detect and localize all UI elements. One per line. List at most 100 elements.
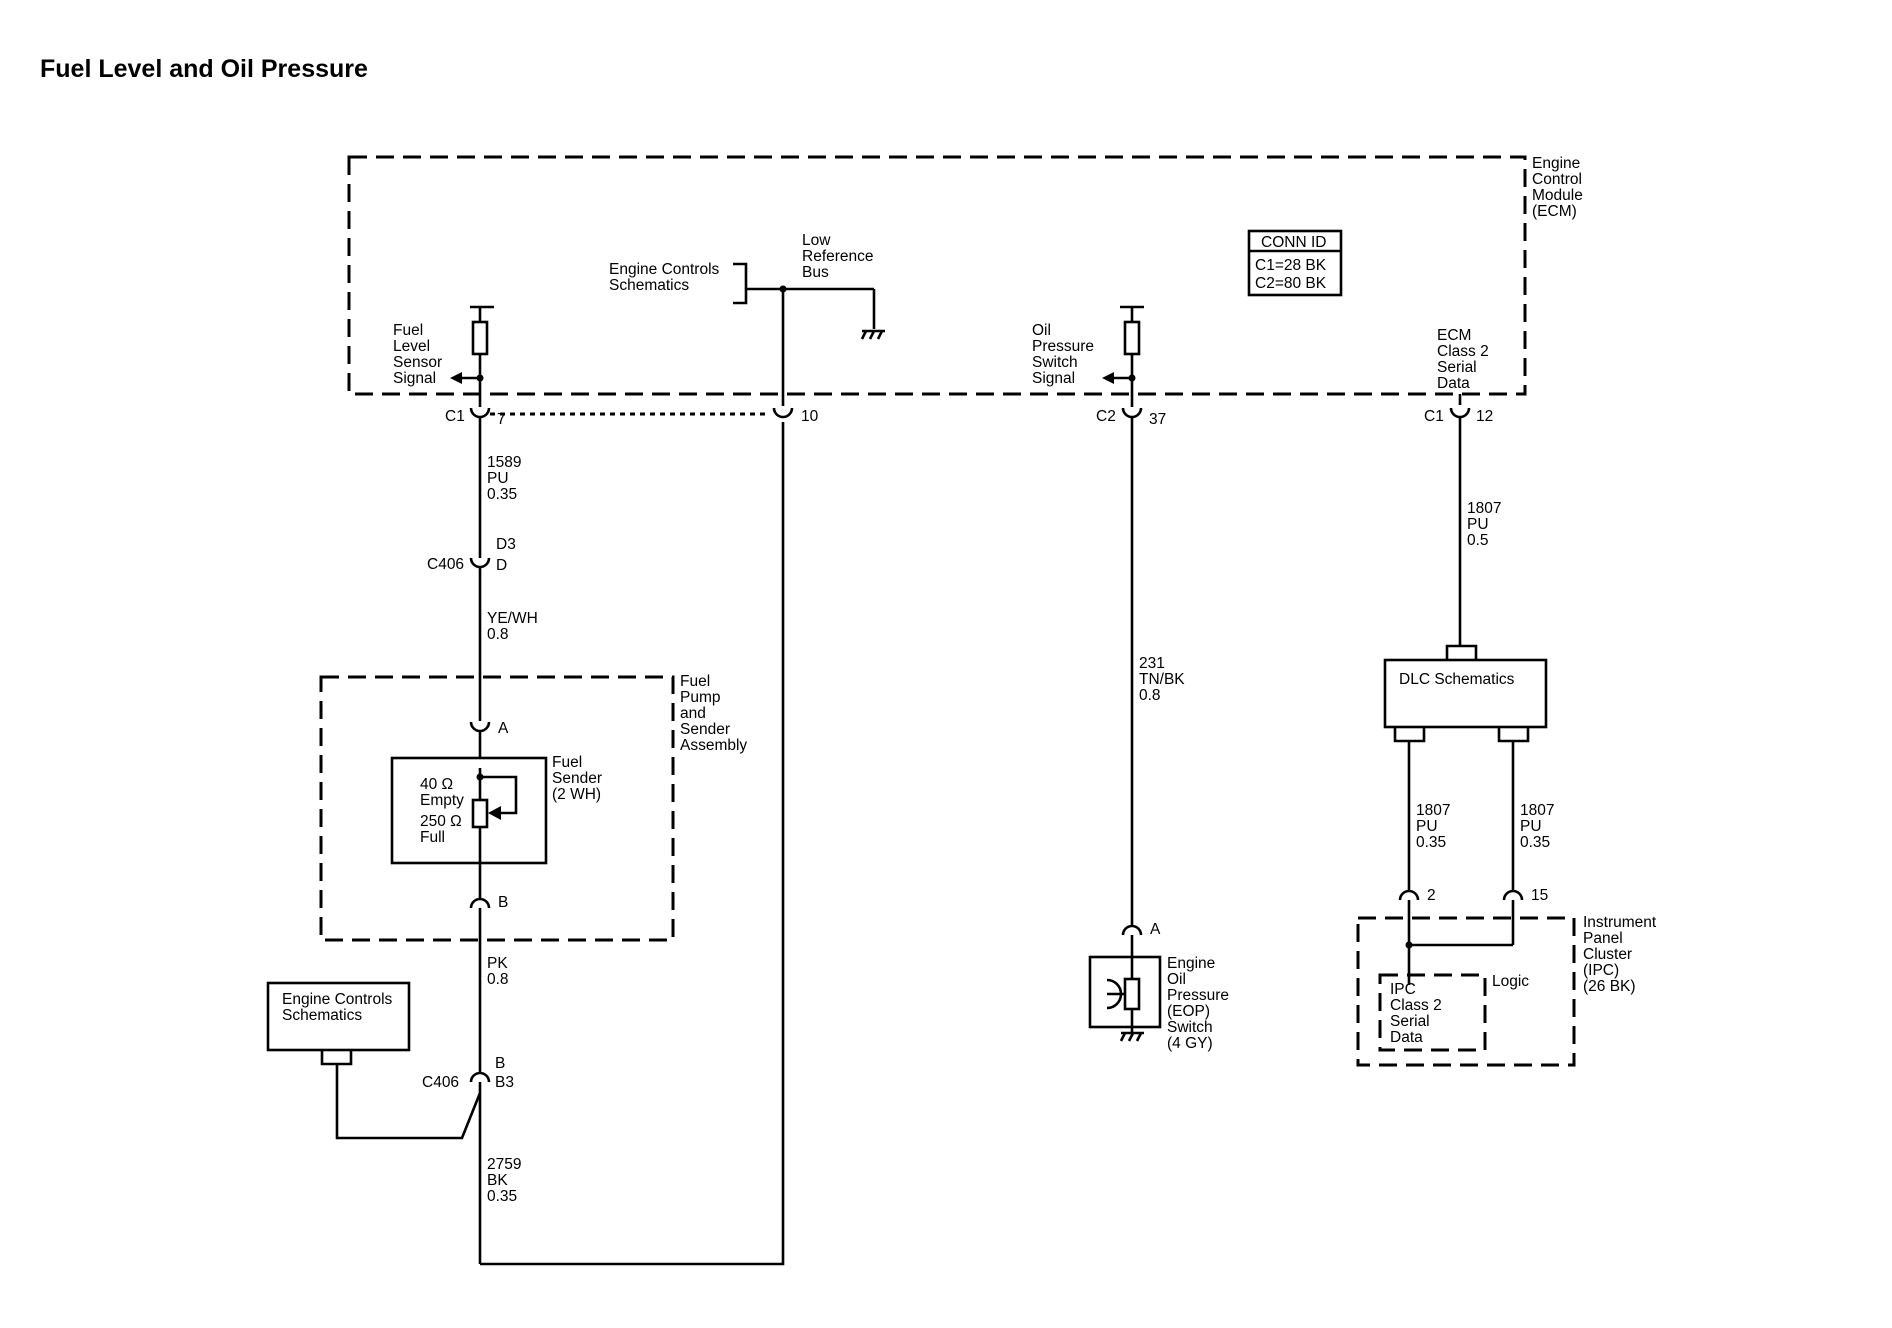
svg-text:Signal: Signal [393,370,436,387]
eop-switch-label: Engine Oil Pressure (EOP) Switch (4 GY) [1167,955,1229,1052]
dlc-connector-left [1393,727,1426,743]
svg-text:YE/WH: YE/WH [487,610,538,627]
svg-text:Sensor: Sensor [393,354,442,371]
svg-text:Engine Controls: Engine Controls [282,991,393,1008]
connector-pin10: 10 [772,407,819,425]
svg-text:2: 2 [1427,887,1436,904]
svg-text:Fuel: Fuel [552,754,582,771]
svg-text:A: A [498,720,509,737]
svg-text:Sender: Sender [680,721,730,738]
svg-text:Serial: Serial [1437,359,1477,376]
svg-text:D: D [496,557,507,574]
wire-1589-label: 1589 PU 0.35 [487,454,521,503]
svg-text:Engine: Engine [1167,955,1215,972]
connector-c406-lower: B C406 B3 [422,1055,514,1091]
ipc-class2-serial-label: IPC Class 2 Serial Data [1390,981,1442,1046]
svg-text:A: A [1150,921,1161,938]
svg-text:C1: C1 [445,408,465,425]
svg-text:C2: C2 [1096,408,1116,425]
svg-text:Engine Controls: Engine Controls [609,261,720,278]
svg-text:Schematics: Schematics [282,1007,362,1024]
fuel-sender [390,756,548,865]
svg-text:PU: PU [1520,818,1542,835]
ecm-label: Engine Control Module (ECM) [1532,155,1583,220]
page-title: Fuel Level and Oil Pressure [40,55,368,83]
engine-controls-schematics-box-label: Engine Controls Schematics [282,991,393,1024]
svg-text:PU: PU [1416,818,1438,835]
svg-text:Assembly: Assembly [680,737,747,754]
ipc-connector-2: 2 [1398,887,1436,904]
svg-text:0.35: 0.35 [487,486,517,503]
svg-text:Fuel: Fuel [393,322,423,339]
svg-text:1807: 1807 [1467,500,1501,517]
svg-text:Sender: Sender [552,770,602,787]
fuel-pump-assembly-label: Fuel Pump and Sender Assembly [680,673,747,754]
engine-controls-schematics-box[interactable] [266,981,411,1052]
svg-text:D3: D3 [496,536,516,553]
svg-text:0.8: 0.8 [487,626,509,643]
svg-text:12: 12 [1476,408,1493,425]
svg-text:(ECM): (ECM) [1532,203,1577,220]
svg-text:(EOP): (EOP) [1167,1003,1210,1020]
low-reference-bus-label: Low Reference Bus [802,232,874,281]
fuel-sender-empty-label: 40 Ω Empty [420,776,464,809]
svg-text:1807: 1807 [1416,802,1450,819]
svg-text:Instrument: Instrument [1583,914,1657,931]
svg-text:Class 2: Class 2 [1390,997,1442,1014]
svg-text:(26 BK): (26 BK) [1583,978,1636,995]
connector-c406-upper: D3 C406 D [427,536,516,574]
engine-controls-link [320,1050,482,1140]
ipc-logic-block [1378,973,1487,1052]
svg-text:Signal: Signal [1032,370,1075,387]
svg-text:0.8: 0.8 [487,971,509,988]
ipc-logic-label: Logic [1492,973,1529,990]
oil-pressure-switch-signal-label: Oil Pressure Switch Signal [1032,322,1094,387]
svg-text:IPC: IPC [1390,981,1416,998]
fuel-level-sensor-signal-label: Fuel Level Sensor Signal [393,322,442,387]
engine-controls-schematics-label: Engine Controls Schematics [609,261,720,294]
engine-controls-bracket[interactable] [733,262,748,305]
fuel-pump-connector-a: A [469,720,509,737]
svg-text:Cluster: Cluster [1583,946,1632,963]
svg-text:Engine: Engine [1532,155,1580,172]
svg-text:Serial: Serial [1390,1013,1430,1030]
connector-c1-pin7: C1 7 [445,407,506,428]
svg-text:231: 231 [1139,655,1165,672]
svg-text:Pressure: Pressure [1032,338,1094,355]
svg-text:(2 WH): (2 WH) [552,786,601,803]
svg-text:Fuel: Fuel [680,673,710,690]
ipc-boundary [1356,916,1576,1067]
class2-serial-data-label: ECM Class 2 Serial Data [1437,327,1489,392]
svg-text:PK: PK [487,955,508,972]
connector-c1-pin12: C1 12 [1424,407,1493,425]
eop-ground-symbol [1119,1031,1144,1042]
svg-text:0.35: 0.35 [487,1188,517,1205]
svg-text:Oil: Oil [1167,971,1186,988]
fuel-pump-sender-assembly [319,675,675,942]
svg-text:Bus: Bus [802,264,829,281]
dlc-schematics-box[interactable] [1383,658,1548,729]
svg-text:Empty: Empty [420,792,464,809]
svg-text:15: 15 [1531,887,1548,904]
conn-id-row: C1=28 BK [1255,257,1327,274]
dlc-connector-right [1497,727,1530,743]
ground-symbol [860,329,885,340]
svg-text:Low: Low [802,232,831,249]
svg-text:7: 7 [497,411,506,428]
wire-231-label: 231 TN/BK 0.8 [1139,655,1185,704]
svg-text:Oil: Oil [1032,322,1051,339]
svg-text:C406: C406 [427,556,464,573]
eop-connector-a: A [1121,921,1161,938]
svg-text:40 Ω: 40 Ω [420,776,453,793]
svg-text:1589: 1589 [487,454,521,471]
fuel-sender-full-label: 250 Ω Full [420,813,462,846]
svg-text:PU: PU [1467,516,1489,533]
wire-1807-left-label: 1807 PU 0.35 [1416,802,1450,851]
svg-text:0.35: 0.35 [1416,834,1446,851]
svg-text:C1: C1 [1424,408,1444,425]
conn-id-header: CONN ID [1261,234,1326,251]
svg-text:10: 10 [801,408,819,425]
svg-text:Data: Data [1437,375,1470,392]
ipc-internal-wiring [1405,900,1515,985]
svg-text:Panel: Panel [1583,930,1623,947]
